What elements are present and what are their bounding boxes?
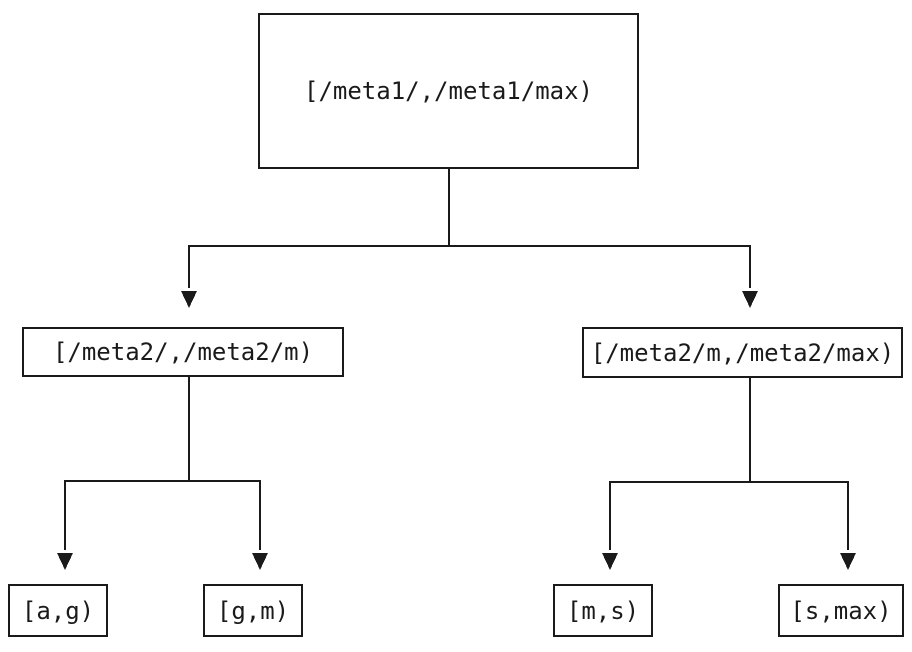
arrow-down-icon — [181, 291, 197, 308]
arrow-down-icon — [57, 553, 73, 570]
node-leaf-g-m-label: [g,m) — [216, 596, 290, 625]
node-meta2-right: [/meta2/m,/meta2/max) — [582, 327, 903, 378]
arrow-down-icon — [840, 553, 856, 570]
node-leaf-g-m: [g,m) — [203, 584, 303, 637]
node-root: [/meta1/,/meta1/max) — [258, 13, 639, 169]
node-leaf-a-g: [a,g) — [8, 584, 108, 637]
node-meta2-left: [/meta2/,/meta2/m) — [22, 327, 344, 377]
node-root-label: [/meta1/,/meta1/max) — [304, 77, 593, 105]
node-meta2-right-label: [/meta2/m,/meta2/max) — [590, 338, 895, 367]
node-leaf-m-s-label: [m,s) — [566, 596, 640, 625]
arrow-down-icon — [742, 291, 758, 308]
arrow-down-icon — [252, 553, 268, 570]
node-leaf-m-s: [m,s) — [553, 584, 653, 637]
arrow-down-icon — [602, 553, 618, 570]
node-leaf-a-g-label: [a,g) — [21, 596, 95, 625]
node-meta2-left-label: [/meta2/,/meta2/m) — [52, 338, 314, 366]
node-leaf-s-max: [s,max) — [778, 584, 904, 637]
node-leaf-s-max-label: [s,max) — [790, 596, 892, 625]
